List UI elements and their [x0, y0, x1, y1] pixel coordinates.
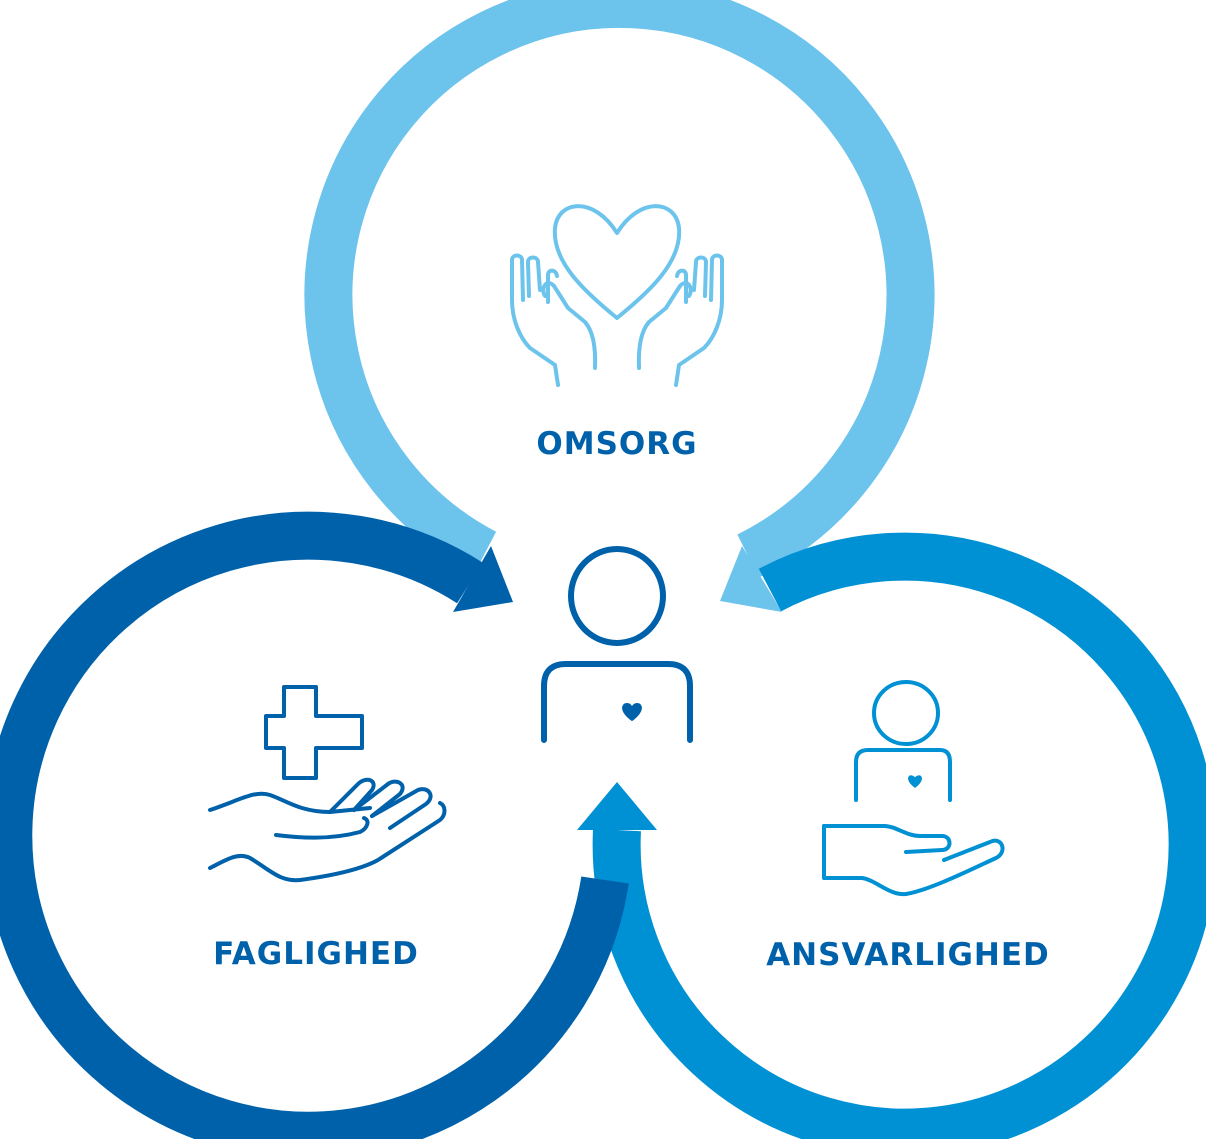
- hand-holding-person-icon: [822, 680, 1005, 897]
- ansvarlighed-arrowhead: [577, 782, 657, 830]
- omsorg-arrowhead: [720, 546, 782, 612]
- faglighed-arrowhead: [453, 546, 513, 612]
- person-with-heart-icon: [541, 546, 693, 743]
- faglighed-ring-arc: [0, 511, 629, 1139]
- omsorg-ring-arc: [304, 0, 935, 578]
- hand-holding-medical-cross-icon: [208, 685, 447, 883]
- hands-holding-heart-icon: [510, 204, 724, 387]
- omsorg-label: OMSORG: [536, 426, 697, 462]
- ansvarlighed-label: ANSVARLIGHED: [766, 937, 1050, 973]
- ansvarlighed-ring-arc: [592, 532, 1206, 1139]
- omsorg-ring: [304, 0, 935, 612]
- faglighed-ring: [0, 511, 629, 1139]
- faglighed-label: FAGLIGHED: [213, 936, 419, 972]
- ansvarlighed-ring: [577, 532, 1206, 1139]
